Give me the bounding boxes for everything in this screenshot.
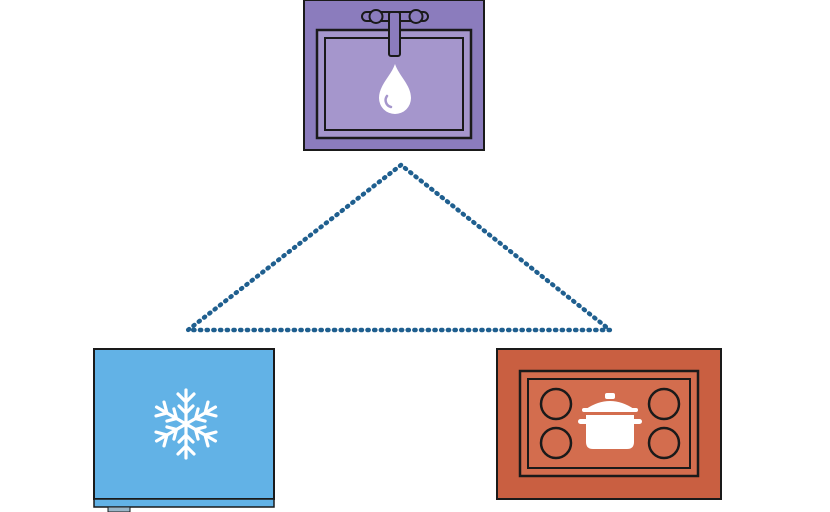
burner-top-left	[539, 387, 573, 421]
burner-bottom-left	[539, 426, 573, 460]
water-drop-highlight	[384, 94, 393, 109]
refrigerator-base	[93, 498, 275, 508]
work-triangle-connector	[181, 162, 617, 333]
faucet-icon	[361, 9, 429, 57]
burner-bottom-right	[647, 426, 681, 460]
refrigerator	[93, 348, 275, 512]
burner-top-right	[647, 387, 681, 421]
cooking-pot-icon	[578, 393, 642, 449]
snowflake-icon	[150, 388, 222, 460]
refrigerator-foot	[107, 506, 131, 512]
sink	[303, 0, 485, 151]
stove	[496, 348, 722, 500]
